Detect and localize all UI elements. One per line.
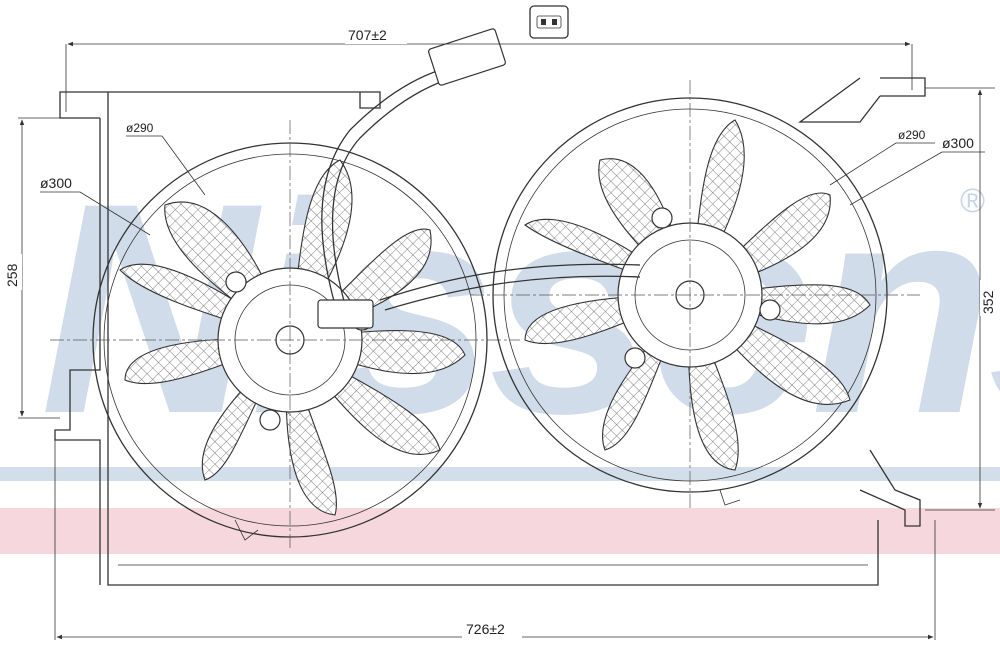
watermark-registered-mark: ® xyxy=(960,182,985,220)
left-fan-shroud-diameter-label: ø300 xyxy=(40,175,72,191)
dimension-right-height: 352 xyxy=(925,87,998,511)
right-fan xyxy=(470,80,920,510)
right-fan-shroud-diameter-label: ø300 xyxy=(942,135,974,151)
watermark-band-blue xyxy=(0,467,1000,481)
left-fan-diameter-callouts: ø300 ø290 xyxy=(40,121,206,236)
dimension-top-width: 707±2 xyxy=(65,26,913,112)
right-fan-blade-diameter-label: ø290 xyxy=(898,128,926,142)
watermark-band-pink xyxy=(0,508,1000,554)
top-width-label: 707±2 xyxy=(348,27,387,43)
dimension-bottom-width: 726±2 xyxy=(54,440,936,640)
right-fan-diameter-callouts: ø290 ø300 xyxy=(829,128,985,206)
connector-plug-icon xyxy=(529,5,569,39)
right-height-label: 352 xyxy=(980,290,996,314)
left-height-label: 258 xyxy=(4,263,20,287)
bottom-width-label: 726±2 xyxy=(466,621,505,637)
left-fan-blade-diameter-label: ø290 xyxy=(126,121,154,135)
dimension-left-height: 258 xyxy=(4,117,100,419)
